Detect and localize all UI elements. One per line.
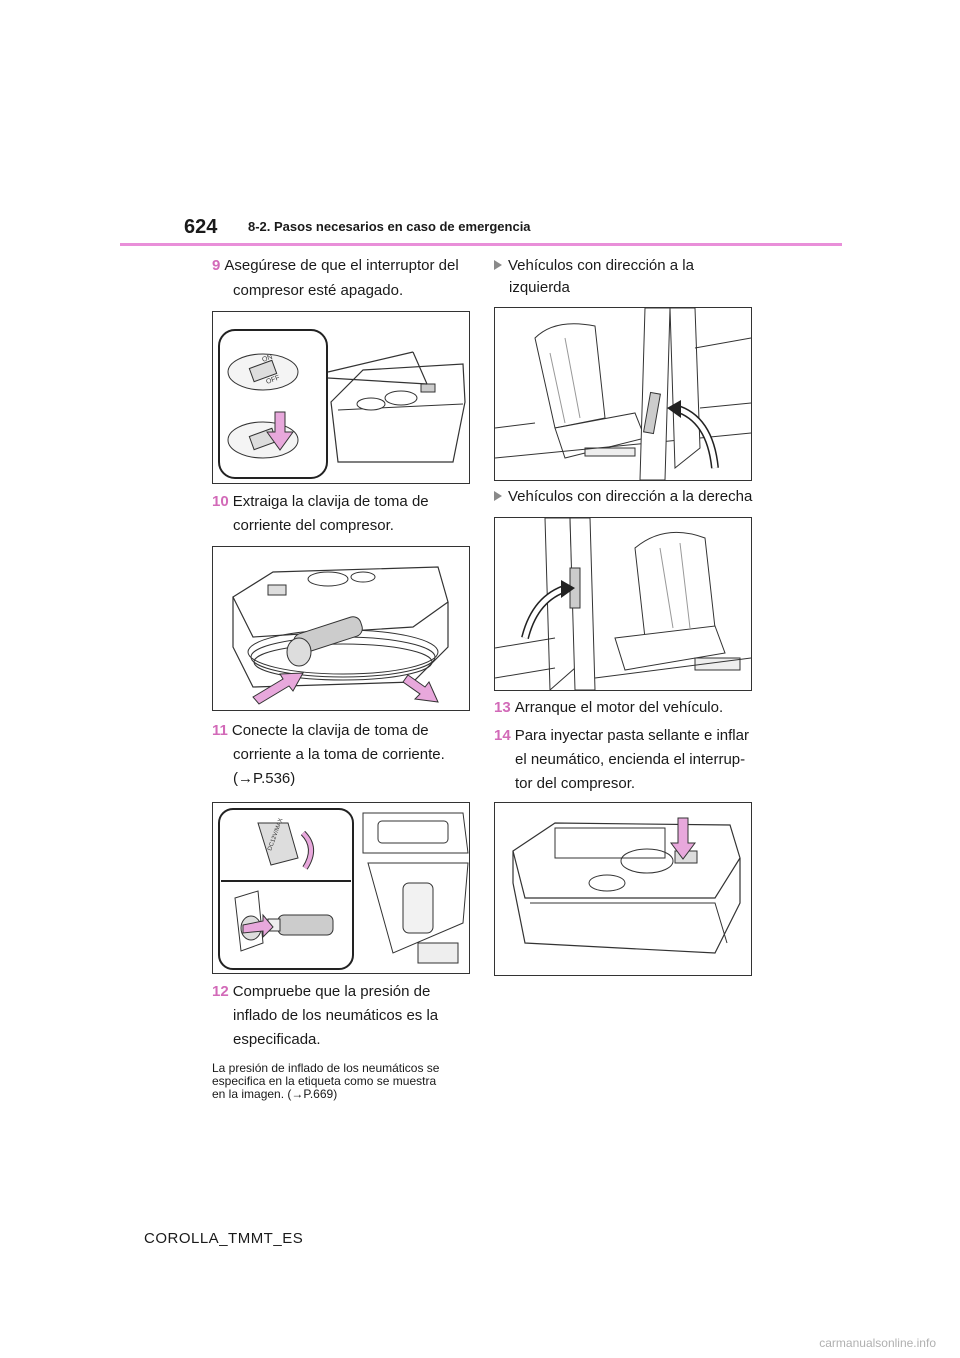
section-title: 8-2. Pasos necesarios en caso de emergen… <box>248 219 531 234</box>
bullet-left-hand-drive: Vehículos con dirección a la <box>494 255 694 277</box>
step-text: Conecte la clavija de toma de <box>231 722 429 739</box>
step-text: Para inyectar pasta sellante e inflar <box>514 727 749 744</box>
bullet-right-hand-drive: Vehículos con dirección a la derecha <box>494 486 752 508</box>
note-line-1: La presión de inflado de los neumáticos … <box>212 1061 440 1075</box>
step-12-cont-1: inflado de los neumáticos es la <box>233 1007 439 1024</box>
step-number: 14 <box>494 727 511 744</box>
step-11-cont: corriente a la toma de corriente. <box>233 746 445 763</box>
step-14-cont-2: tor del compresor. <box>515 775 636 792</box>
figure-label-lhd <box>494 307 752 481</box>
step-10-cont: corriente del compresor. <box>233 517 394 534</box>
switch-on-label: ON <box>261 354 273 364</box>
bullet-triangle-icon <box>494 491 502 501</box>
step-14-cont-1: el neumático, encienda el interrup- <box>515 751 746 768</box>
figure-unplug-compressor <box>212 546 470 711</box>
bullet-triangle-icon <box>494 260 502 270</box>
step-number: 10 <box>212 493 229 510</box>
bullet-text: Vehículos con dirección a la derecha <box>508 488 753 505</box>
figure-power-outlet: DC12V/MAX <box>212 802 470 974</box>
step-9-cont: compresor esté apagado. <box>233 282 404 299</box>
figure-label-rhd <box>494 517 752 691</box>
step-text: Arranque el motor del vehículo. <box>514 699 724 716</box>
step-text: Compruebe que la presión de <box>232 983 431 1000</box>
page-number: 624 <box>184 216 218 238</box>
step-number: 11 <box>212 722 228 739</box>
step-12-cont-2: especificada. <box>233 1031 321 1048</box>
step-number: 9 <box>212 257 221 274</box>
bullet-text: Vehículos con dirección a la <box>508 257 694 274</box>
header-rule <box>120 243 842 246</box>
figure-switch-on <box>494 802 752 976</box>
page-reference: (→P.536) <box>233 770 296 787</box>
step-number: 12 <box>212 983 229 1000</box>
figure-compressor-switch: ON OFF <box>212 311 470 484</box>
step-number: 13 <box>494 699 511 716</box>
bullet-left-hand-drive-cont: izquierda <box>509 279 570 296</box>
step-text: Extraiga la clavija de toma de <box>232 493 429 510</box>
note-line-2: especifica en la etiqueta como se muestr… <box>212 1074 437 1088</box>
watermark: carmanualsonline.info <box>819 1336 936 1350</box>
step-text: Asegúrese de que el interruptor del <box>224 257 459 274</box>
note-line-3: en la imagen. (→P.669) <box>212 1087 338 1101</box>
switch-off-label: OFF <box>265 375 281 386</box>
document-code: COROLLA_TMMT_ES <box>144 1230 304 1247</box>
